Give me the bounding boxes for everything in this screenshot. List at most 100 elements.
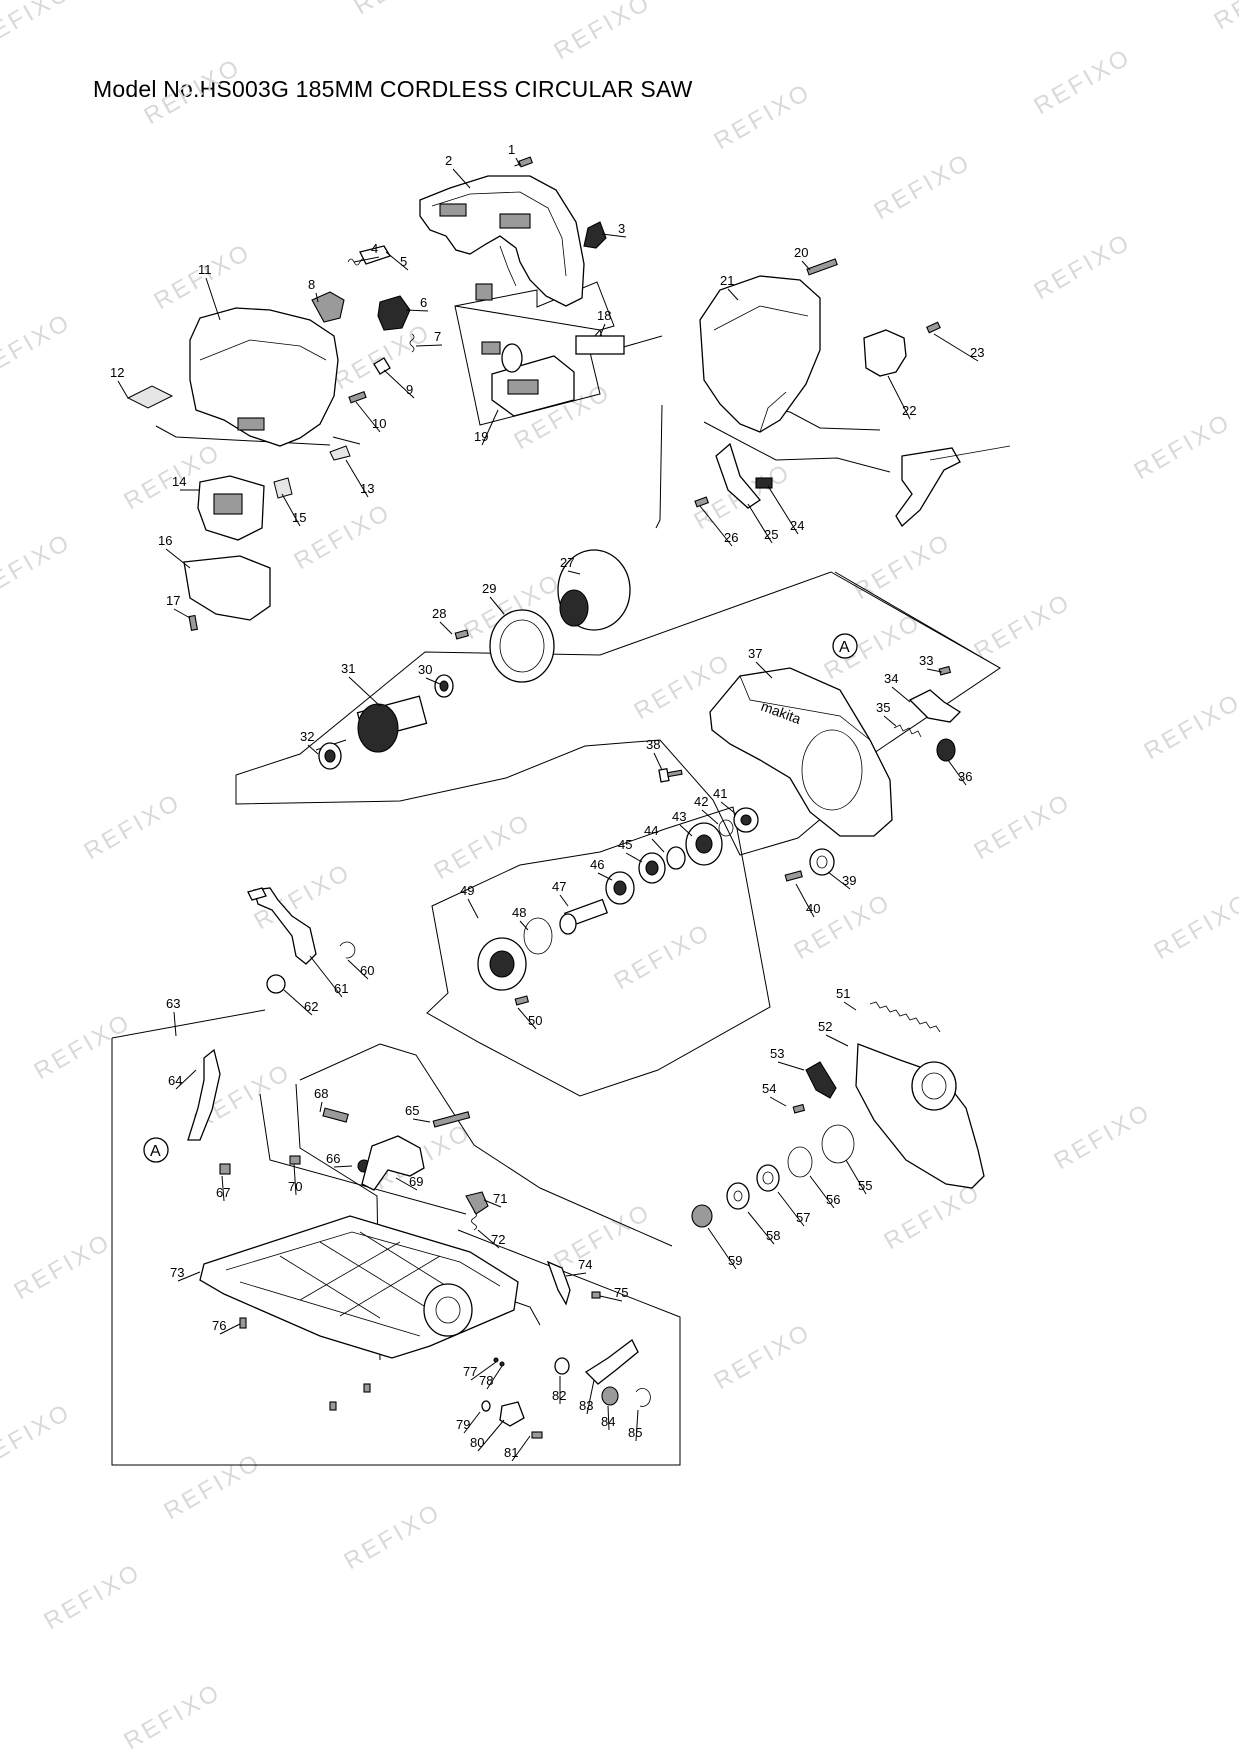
part-number-78: 78 xyxy=(479,1373,493,1388)
part-number-1: 1 xyxy=(508,142,515,157)
part-number-35: 35 xyxy=(876,700,890,715)
part-number-3: 3 xyxy=(618,221,625,236)
part-number-45: 45 xyxy=(618,837,632,852)
callout-leader-83 xyxy=(586,1379,595,1415)
part-artwork: makita xyxy=(126,156,1011,1439)
part-number-5: 5 xyxy=(400,254,407,269)
part-number-47: 47 xyxy=(552,879,566,894)
watermark-text: REFIXO xyxy=(710,78,816,155)
callout-leader-45 xyxy=(625,852,643,863)
part-number-58: 58 xyxy=(766,1228,780,1243)
callout-leader-66 xyxy=(333,1165,353,1168)
part-number-37: 37 xyxy=(748,646,762,661)
callout-leader-61 xyxy=(309,955,343,998)
callout-leader-49 xyxy=(467,898,479,919)
callout-leader-19 xyxy=(481,409,499,446)
part-number-46: 46 xyxy=(590,857,604,872)
part-number-16: 16 xyxy=(158,533,172,548)
part-number-36: 36 xyxy=(958,769,972,784)
part-number-82: 82 xyxy=(552,1388,566,1403)
callout-leader-30 xyxy=(425,677,441,685)
part-number-33: 33 xyxy=(919,653,933,668)
callout-leader-57 xyxy=(777,1191,805,1227)
part-number-81: 81 xyxy=(504,1445,518,1460)
callout-leader-75 xyxy=(599,1295,623,1302)
watermark-text: REFIXO xyxy=(340,1498,446,1575)
part-number-39: 39 xyxy=(842,873,856,888)
callout-leader-85 xyxy=(635,1409,639,1442)
callout-leader-40 xyxy=(795,883,815,918)
part-number-56: 56 xyxy=(826,1192,840,1207)
part-number-83: 83 xyxy=(579,1398,593,1413)
watermark-text: REFIXO xyxy=(0,1398,76,1475)
watermark-text: REFIXO xyxy=(1130,408,1236,485)
watermark-text: REFIXO xyxy=(550,0,656,65)
part-number-63: 63 xyxy=(166,996,180,1011)
watermark-text: REFIXO xyxy=(970,788,1076,865)
callout-leader-58 xyxy=(747,1211,775,1245)
callout-leader-70 xyxy=(293,1163,297,1196)
diagram-title: Model No.HS003G 185MM CORDLESS CIRCULAR … xyxy=(93,76,693,102)
part-number-26: 26 xyxy=(724,530,738,545)
callout-leader-22 xyxy=(887,375,911,420)
part-number-13: 13 xyxy=(360,481,374,496)
callout-leader-52 xyxy=(825,1034,849,1047)
part-number-51: 51 xyxy=(836,986,850,1001)
part-number-64: 64 xyxy=(168,1073,182,1088)
part-number-69: 69 xyxy=(409,1174,423,1189)
part-number-54: 54 xyxy=(762,1081,776,1096)
part-number-27: 27 xyxy=(560,555,574,570)
part-number-12: 12 xyxy=(110,365,124,380)
callout-leader-47 xyxy=(559,894,569,907)
callout-leader-71 xyxy=(483,1199,502,1208)
watermark-text: REFIXO xyxy=(1140,688,1239,765)
callout-leader-59 xyxy=(707,1227,737,1270)
part-number-40: 40 xyxy=(806,901,820,916)
watermark-text: REFIXO xyxy=(0,528,76,605)
callout-leader-38 xyxy=(653,752,663,771)
watermark-text: REFIXO xyxy=(350,0,456,20)
part-number-20: 20 xyxy=(794,245,808,260)
callout-leader-5 xyxy=(385,251,409,271)
reference-marker-a-top: A xyxy=(832,633,858,659)
watermark-text: REFIXO xyxy=(30,1008,136,1085)
callout-leader-28 xyxy=(439,621,453,635)
callout-leader-62 xyxy=(283,989,313,1016)
part-number-72: 72 xyxy=(491,1232,505,1247)
callout-leader-44 xyxy=(651,838,665,853)
reference-marker-a-base: A xyxy=(143,1137,169,1163)
watermark-text: REFIXO xyxy=(140,53,246,130)
part-number-19: 19 xyxy=(474,429,488,444)
watermark-text: REFIXO xyxy=(430,808,536,885)
watermark-text: REFIXO xyxy=(0,308,76,385)
part-number-71: 71 xyxy=(493,1191,507,1206)
callout-leader-79 xyxy=(463,1411,481,1434)
part-number-80: 80 xyxy=(470,1435,484,1450)
watermark-text: REFIXO xyxy=(550,1198,656,1275)
part-number-32: 32 xyxy=(300,729,314,744)
callout-leader-8 xyxy=(315,292,319,303)
callout-leader-37 xyxy=(755,661,773,679)
part-number-21: 21 xyxy=(720,273,734,288)
part-number-49: 49 xyxy=(460,883,474,898)
part-number-43: 43 xyxy=(672,809,686,824)
callout-leader-20 xyxy=(801,260,811,271)
watermark-text: REFIXO xyxy=(880,1178,986,1255)
part-number-9: 9 xyxy=(406,382,413,397)
callout-leader-67 xyxy=(221,1175,225,1202)
part-number-55: 55 xyxy=(858,1178,872,1193)
callout-leader-48 xyxy=(519,920,529,931)
callout-leader-25 xyxy=(747,503,773,544)
part-number-30: 30 xyxy=(418,662,432,677)
part-number-38: 38 xyxy=(646,737,660,752)
callout-leader-23 xyxy=(933,333,979,362)
watermark-text: REFIXO xyxy=(610,918,716,995)
part-number-22: 22 xyxy=(902,403,916,418)
callout-leader-34 xyxy=(891,686,911,703)
part-number-70: 70 xyxy=(288,1179,302,1194)
svg-text:A: A xyxy=(150,1143,161,1160)
part-number-59: 59 xyxy=(728,1253,742,1268)
callout-leader-32 xyxy=(307,744,319,755)
callout-leader-42 xyxy=(701,809,719,825)
